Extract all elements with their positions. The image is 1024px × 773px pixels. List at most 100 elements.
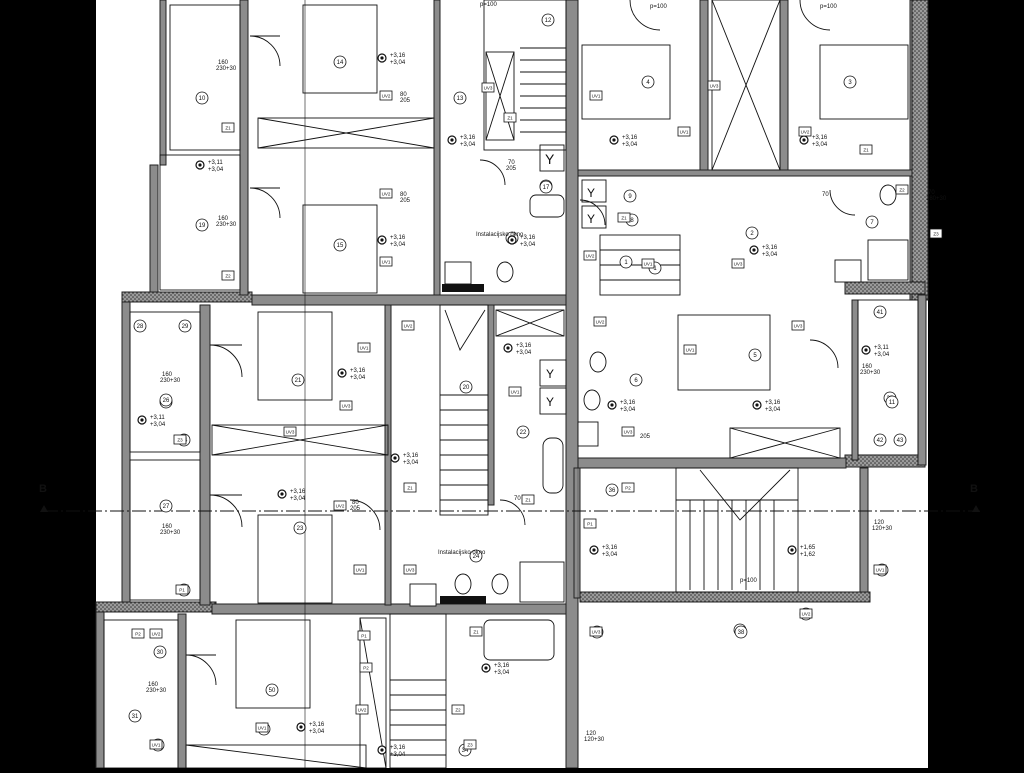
door-size-label: 120 [874,520,885,526]
door-size-label: 160 [862,364,873,370]
level-markers: +3,16+3,04+3,16+3,04+3,16+3,04+3,16+3,04… [137,53,890,758]
door-size-label: 230+30 [146,688,167,694]
door-size-label: 160 [162,372,173,378]
door-size-label: 160 [148,682,159,688]
door-tag-text: UV1 [258,726,267,731]
door-tag-text: P1 [361,634,367,639]
room-number-marker: 23 [293,521,307,535]
level-bottom: +3,04 [290,496,306,502]
door-tag-text: UV3 [406,568,415,573]
room-number-marker: 28 [133,319,147,333]
door-size-label: 70 [508,160,515,166]
level-marker: +3,16+3,04 [609,135,638,148]
door-tag: Z1 [521,494,535,505]
door-size-label: p=100 [740,578,758,584]
room-number-marker: 26 [159,393,173,407]
level-top: +3,11 [874,345,889,351]
room-number-markers: 1413124310191817161521198765202122232425… [128,13,907,757]
room-number: 1 [653,266,657,272]
level-marker: +3,16+3,04 [507,235,536,248]
door-size-label: 160 [218,216,229,222]
door-tag: Z3 [929,228,943,239]
door-tag-text: UV1 [686,348,695,353]
level-marker: +3,16+3,04 [377,745,406,758]
door-tag: UV1 [379,256,393,267]
room-number: 9 [628,194,632,200]
door-tag: P1 [583,518,597,529]
install-shaft-note-lower: Instalacijsko okno [438,550,486,556]
level-bottom: +3,04 [622,142,638,148]
door-tag-text: UV2 [382,94,391,99]
room-number: 28 [137,324,144,330]
room-number-marker: 17 [539,180,553,194]
section-label-left: B [39,483,47,495]
door-tag: UV3 [589,626,603,637]
level-bottom: +3,04 [516,350,532,356]
door-tag: Z1 [503,112,517,123]
stair-upper [483,0,567,151]
room-number-marker: 11 [885,395,899,409]
room-number: 8 [630,218,634,224]
room-number: 24 [473,554,480,560]
room-number: 10 [199,96,206,102]
svg-text:Y: Y [546,367,554,381]
door-size-label: 230+30 [860,370,881,376]
room-number: 4 [646,80,650,86]
level-bottom: +3,04 [812,142,828,148]
door-tag: UV1 [589,90,603,101]
door-tag: P2 [359,662,373,673]
door-tag-text: Z2 [455,708,461,713]
door-size-label: 70 [822,192,829,198]
level-marker: +3,16+3,04 [481,663,510,676]
door-tag-text: Z1 [473,630,479,635]
room-number-marker: 24 [469,549,483,563]
door-tag: Z3 [463,739,477,750]
room-number-marker: 5 [748,348,762,362]
door-size-label: 205 [640,434,651,440]
level-bottom: +3,04 [762,252,778,258]
level-top: +1,65 [800,545,816,551]
door-size-label: 160 [162,524,173,530]
svg-text:Y: Y [545,151,555,167]
door-size-annotations: 160230+30160230+30160230+30160230+301602… [146,2,947,743]
door-tag: Z2 [221,270,235,281]
door-tag-text: Z1 [507,116,513,121]
room-number: 14 [337,60,344,66]
door-size-label: 230+30 [216,66,237,72]
room-number: 34 [462,748,469,754]
level-marker: +3,16+3,04 [589,545,618,558]
door-tag: Z2 [451,704,465,715]
door-tag-text: UV1 [680,130,689,135]
level-marker: +3,16+3,04 [377,53,406,66]
door-size-label: 120+30 [584,737,605,743]
door-tag: UV3 [339,400,353,411]
level-top: +3,16 [520,235,536,241]
door-tag-text: P1 [179,588,185,593]
level-bottom: +3,04 [874,352,890,358]
door-tag: UV1 [255,722,269,733]
room-number: 36 [609,488,616,494]
door-tag-text: UV3 [286,430,295,435]
room-number-marker: 22 [516,425,530,439]
level-marker: +3,16+3,04 [390,453,419,466]
door-tag-text: P2 [363,666,369,671]
level-top: +3,16 [622,135,638,141]
level-top: +3,16 [602,545,618,551]
door-size-label: 160 [218,60,229,66]
level-marker: +3,16+3,04 [799,135,828,148]
level-top: +3,16 [812,135,828,141]
door-tag: P2 [131,628,145,639]
door-size-label: 70 [514,496,521,502]
level-bottom: +3,04 [390,242,406,248]
outer-walls [95,0,929,769]
stair-middle [439,304,565,516]
room-number: 26 [163,398,170,404]
room-number-marker: 15 [333,238,347,252]
door-size-label: 80 [400,92,407,98]
door-tag-text: UV3 [794,324,803,329]
door-tag: UV1 [357,342,371,353]
svg-text:Y: Y [587,186,595,200]
level-marker: +3,16+3,04 [277,489,306,502]
